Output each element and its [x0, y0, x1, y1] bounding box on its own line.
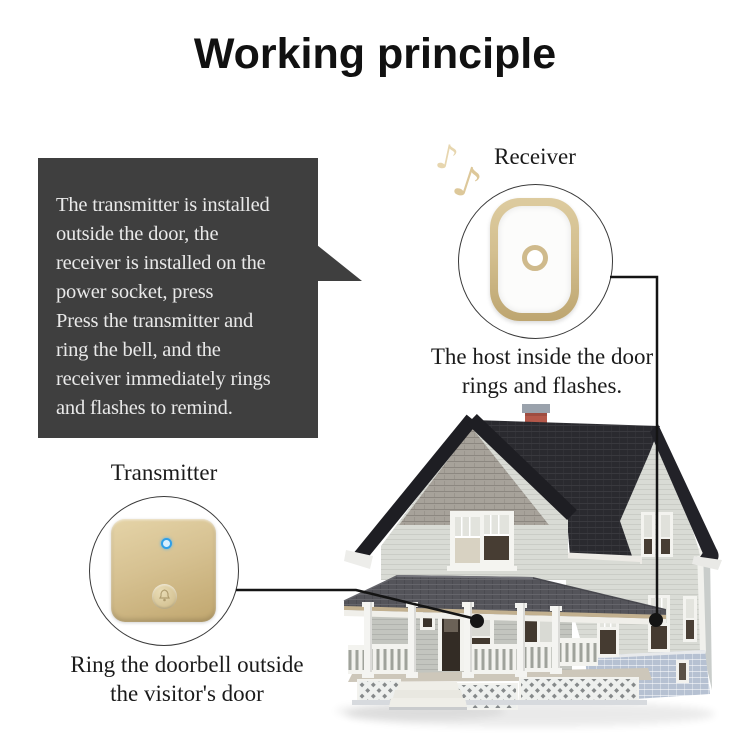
speech-bubble-line: ring the bell, and the — [56, 339, 221, 361]
receiver-caption: The host inside the door rings and flash… — [417, 342, 667, 400]
speech-bubble-line: receiver is installed on the — [56, 252, 266, 274]
transmitter-caption-line: Ring the doorbell outside — [70, 652, 304, 677]
lattice-panel — [454, 683, 518, 710]
main-roof — [472, 420, 660, 556]
right-wall-windows — [597, 595, 697, 657]
front-door — [438, 607, 464, 671]
lattice-panel — [357, 679, 401, 702]
speech-bubble-line: and flashes to remind. — [56, 397, 233, 419]
transmitter-led-indicator — [161, 538, 172, 549]
receiver-connector-line — [610, 275, 659, 614]
speech-bubble-line: Press the transmitter and — [56, 310, 254, 332]
transmitter-circle — [89, 496, 239, 646]
right-gable — [620, 424, 722, 570]
porch-roof — [344, 575, 666, 619]
transmitter-bell-button — [152, 584, 177, 609]
transmitter-connector-dot — [470, 614, 484, 628]
porch-steps — [389, 682, 467, 710]
porch — [343, 575, 667, 710]
transmitter-device — [111, 519, 216, 622]
transmitter-connector-line — [236, 588, 477, 621]
receiver-connector-dot — [649, 613, 663, 627]
front-gable — [344, 413, 577, 580]
basement-windows — [592, 660, 689, 700]
receiver-device — [490, 198, 579, 321]
transmitter-caption: Ring the doorbell outside the visitor's … — [62, 650, 312, 708]
speech-bubble-tail — [317, 245, 362, 281]
receiver-device-button — [521, 245, 548, 271]
receiver-label: Receiver — [494, 144, 576, 169]
chimney — [522, 404, 550, 431]
porch-railing — [348, 638, 598, 674]
speech-bubble-line: outside the door, the — [56, 223, 219, 245]
porch-columns — [362, 602, 562, 678]
lattice-panel — [519, 677, 639, 705]
transmitter-label: Transmitter — [110, 460, 218, 485]
house-model — [335, 404, 722, 727]
speech-bubble: The transmitter is installed outside the… — [38, 158, 318, 438]
foundation — [585, 650, 710, 702]
speech-bubble-line: receiver immediately rings — [56, 368, 271, 390]
speech-bubble-line: The transmitter is installed — [56, 194, 270, 216]
page-title: Working principle — [193, 30, 557, 78]
right-wall — [572, 505, 706, 659]
ground-shadow — [345, 701, 715, 727]
receiver-caption-line: The host inside the door — [430, 344, 654, 369]
speech-bubble-line: power socket, press — [56, 281, 214, 303]
transmitter-caption-line: the visitor's door — [110, 681, 264, 706]
receiver-caption-line: rings and flashes. — [461, 373, 623, 398]
receiver-circle — [458, 184, 613, 339]
bell-icon — [159, 589, 170, 602]
